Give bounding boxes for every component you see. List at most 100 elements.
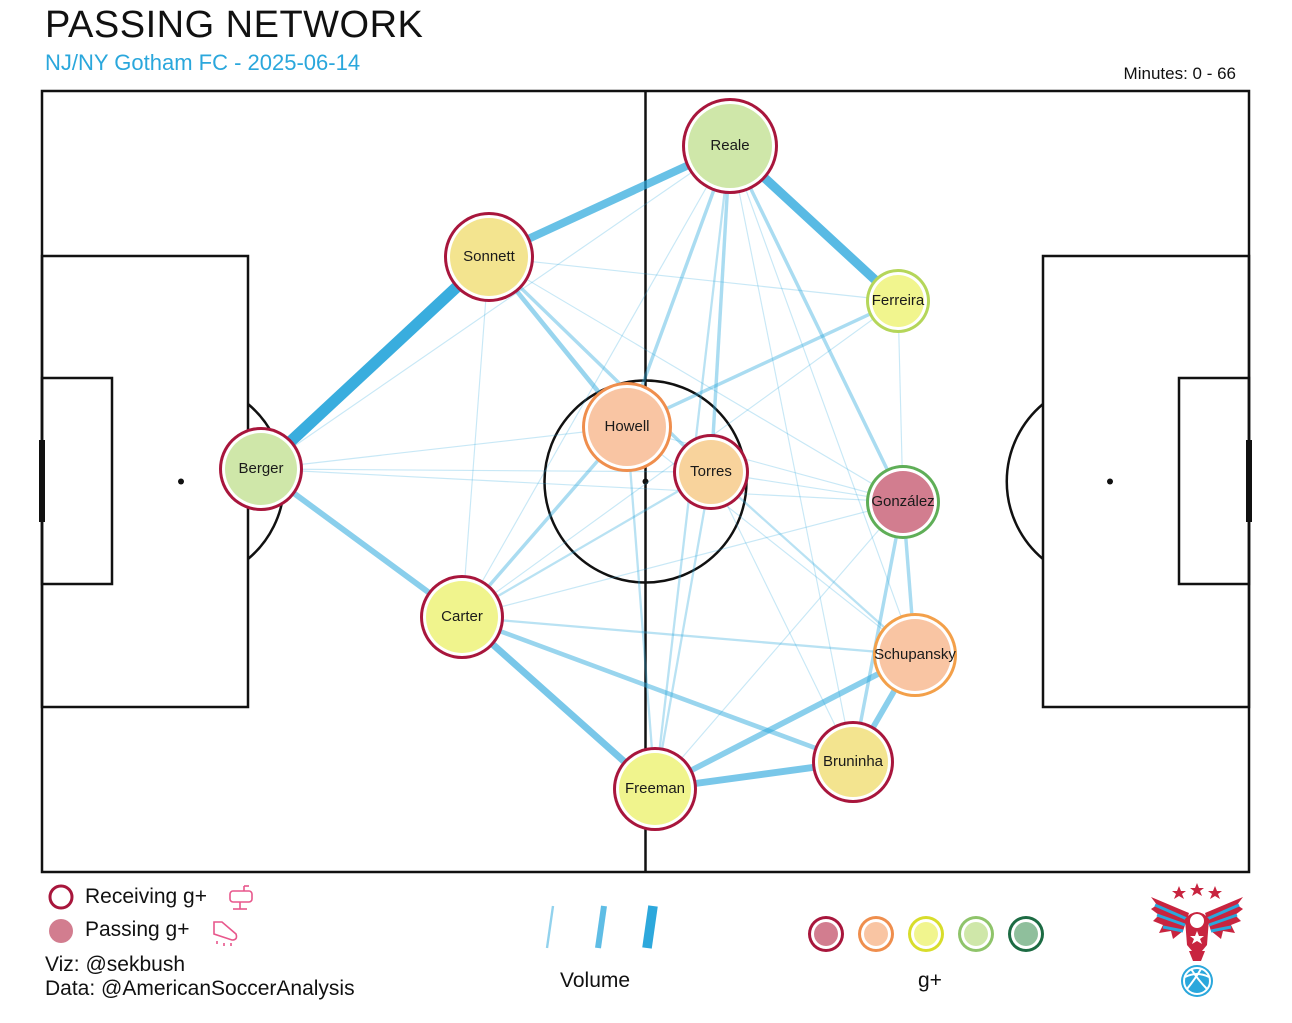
player-node-ferreira: Ferreira: [866, 269, 930, 333]
pass-link-sonnett-torres: [487, 255, 713, 474]
player-fill: [872, 471, 934, 533]
player-node-schupansky: Schupansky: [873, 613, 957, 697]
pass-link-torres-schupansky: [710, 471, 916, 656]
volume-sample-1: [545, 905, 555, 949]
gplus-swatch-4: [964, 922, 988, 946]
player-fill: [619, 753, 691, 825]
pitch-spots: [39, 440, 1252, 522]
asa-eagle-logo: [1151, 883, 1243, 997]
player-name: Schupansky: [874, 646, 956, 663]
player-fill: [872, 275, 924, 327]
pass-link-howell-ferreira: [626, 299, 899, 429]
pass-link-berger-reale: [260, 145, 731, 470]
player-node-bruninha: Bruninha: [812, 721, 894, 803]
player-node-reale: Reale: [682, 98, 778, 194]
player-node-torres: Torres: [673, 434, 749, 510]
gplus-swatch-2: [864, 922, 888, 946]
right-penalty-arc: [1005, 403, 1044, 560]
player-fill: [588, 388, 666, 466]
right-penalty-box: [1041, 254, 1251, 709]
player-name: Reale: [710, 137, 749, 154]
player-fill: [225, 433, 297, 505]
pass-link-berger-howell: [260, 426, 628, 470]
player-name: Berger: [238, 460, 283, 477]
pass-link-reale-schupansky: [729, 145, 916, 656]
pitch-markings: [40, 89, 1251, 874]
pass-link-carter-freeman: [459, 614, 658, 792]
viz-credit: Viz: @sekbush: [45, 953, 185, 976]
player-name: Bruninha: [823, 753, 884, 770]
match-subtitle: NJ/NY Gotham FC - 2025-06-14: [45, 50, 361, 75]
player-name: González: [871, 493, 934, 510]
player-fill: [879, 619, 951, 691]
pass-link-freeman-schupansky: [653, 652, 917, 792]
pass-link-carter-schupansky: [461, 615, 916, 657]
right-penalty-spot: [1107, 478, 1113, 485]
gplus-legend: [808, 916, 1044, 952]
player-name: Ferreira: [872, 292, 925, 309]
data-credit: Data: @AmericanSoccerAnalysis: [45, 977, 355, 1000]
pass-link-torres-carter: [461, 471, 712, 618]
cleat-icon: [213, 921, 238, 946]
player-name: Howell: [604, 418, 649, 435]
right-goal: [1246, 440, 1252, 522]
pass-links: [257, 142, 918, 793]
player-name: Sonnett: [463, 248, 516, 265]
player-node-freeman: Freeman: [613, 747, 697, 831]
pass-link-sonnett-carter: [461, 256, 490, 618]
page-title: PASSING NETWORK: [45, 4, 424, 46]
minutes-range: Minutes: 0 - 66: [1123, 64, 1236, 83]
player-fill: [688, 104, 772, 188]
pass-link-sonnett-ferreira: [488, 256, 899, 302]
gplus-swatch-1: [814, 922, 838, 946]
pass-link-reale-carter: [461, 145, 731, 618]
player-node-carter: Carter: [420, 575, 504, 659]
player-fill: [450, 218, 528, 296]
left-goal-box: [40, 376, 114, 586]
center-spot: [642, 478, 649, 485]
volume-sample-3: [642, 905, 658, 949]
pass-link-carter-bruninha: [461, 614, 854, 765]
pass-link-reale-gonzalez: [728, 145, 905, 503]
pass-link-gonzalez-bruninha: [851, 501, 905, 763]
pass-link-howell-schupansky: [626, 426, 916, 656]
pass-link-howell-freeman: [625, 426, 657, 790]
pass-link-berger-torres: [260, 468, 712, 473]
passing-marker: [49, 919, 73, 943]
receiving-marker: [48, 884, 74, 910]
pass-link-berger-sonnett: [257, 252, 493, 474]
pass-link-reale-bruninha: [729, 145, 854, 763]
mailbox-icon: [229, 885, 253, 910]
pass-link-reale-howell: [625, 145, 732, 428]
player-name: Carter: [441, 608, 483, 625]
pass-link-carter-gonzalez: [461, 501, 904, 618]
player-name: Torres: [690, 463, 732, 480]
pass-link-sonnett-gonzalez: [488, 256, 904, 503]
volume-legend-caption: Volume: [560, 969, 631, 992]
gplus-legend-caption: g+: [918, 969, 942, 992]
player-node-gonzalez: González: [866, 465, 940, 539]
player-name: Freeman: [625, 780, 685, 797]
right-goal-box: [1177, 376, 1251, 586]
receiving-gplus-label: Receiving g+: [85, 885, 207, 908]
pass-link-torres-bruninha: [710, 471, 854, 763]
pass-link-freeman-gonzalez: [654, 501, 904, 790]
pass-link-berger-gonzalez: [260, 468, 904, 503]
passing-gplus-label: Passing g+: [85, 918, 190, 941]
gplus-swatch-3: [914, 922, 938, 946]
player-node-berger: Berger: [219, 427, 303, 511]
left-penalty-box: [40, 254, 250, 709]
gplus-swatch-5: [1014, 922, 1038, 946]
left-goal: [39, 440, 45, 522]
left-penalty-spot: [178, 478, 184, 485]
player-node-sonnett: Sonnett: [444, 212, 534, 302]
player-node-howell: Howell: [582, 382, 672, 472]
volume-sample-2: [595, 905, 607, 949]
pass-link-howell-gonzalez: [626, 426, 904, 503]
pass-link-torres-freeman: [653, 471, 713, 790]
player-fill: [818, 727, 888, 797]
player-fill: [679, 440, 743, 504]
player-fill: [426, 581, 498, 653]
